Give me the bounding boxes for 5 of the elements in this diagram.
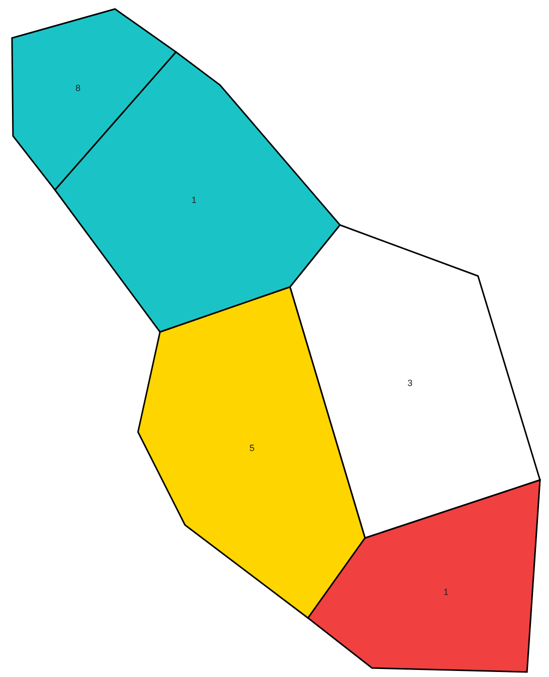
region-number: 1 bbox=[444, 587, 448, 597]
region-number: 8 bbox=[76, 83, 80, 93]
region-number: 1 bbox=[192, 195, 196, 205]
region-number: 3 bbox=[408, 378, 412, 388]
region-number: 5 bbox=[250, 443, 254, 453]
